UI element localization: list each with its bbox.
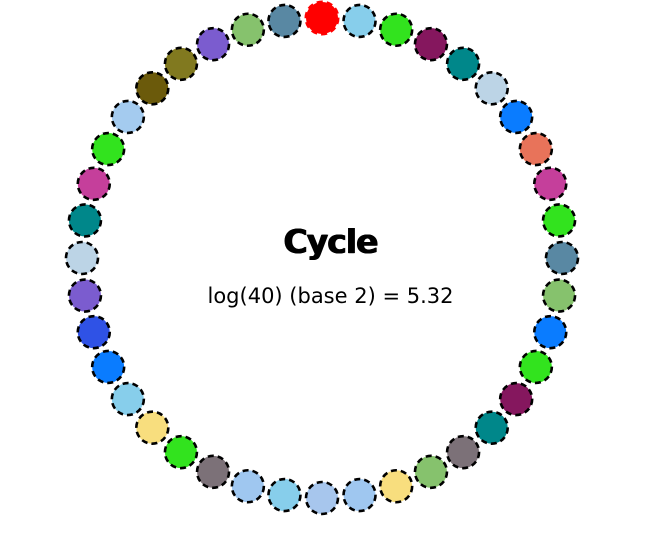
cycle-node [532,314,568,350]
cycle-node [413,26,449,62]
cycle-node [67,203,103,238]
cycle-node [163,434,199,470]
cycle-node [195,454,231,490]
cycle-node [541,278,577,313]
cycle-node [134,70,170,106]
cycle-node [230,468,266,504]
cycle-node [76,166,112,202]
cycle-node [544,240,580,276]
cycle-node [195,26,231,62]
cycle-node [498,99,534,135]
cycle-node [445,46,481,82]
cycle-node [267,477,302,513]
cycle-node [518,131,554,167]
cycle-node [110,99,146,135]
cycle-node [230,12,266,48]
cycle-node [110,381,146,417]
cycle-node [532,166,568,202]
cycle-node [541,203,577,238]
cycle-node-highlighted [304,0,340,36]
cycle-node [90,349,126,385]
cycle-node [267,3,302,39]
cycle-node [474,410,510,446]
cycle-node [342,477,377,513]
diagram-title: Cycle [283,222,379,261]
cycle-node [64,240,100,276]
cycle-node [67,278,103,313]
cycle-node [163,46,199,82]
cycle-node [90,131,126,167]
cycle-node [378,12,414,48]
cycle-node [342,3,377,39]
cycle-node [76,314,112,350]
cycle-node [378,468,414,504]
cycle-node [445,434,481,470]
cycle-node [498,381,534,417]
cycle-node [518,349,554,385]
cycle-node [413,454,449,490]
cycle-node [304,480,340,516]
cycle-node [134,410,170,446]
diagram-subtitle: log(40) (base 2) = 5.32 [207,284,454,308]
cycle-node [474,70,510,106]
